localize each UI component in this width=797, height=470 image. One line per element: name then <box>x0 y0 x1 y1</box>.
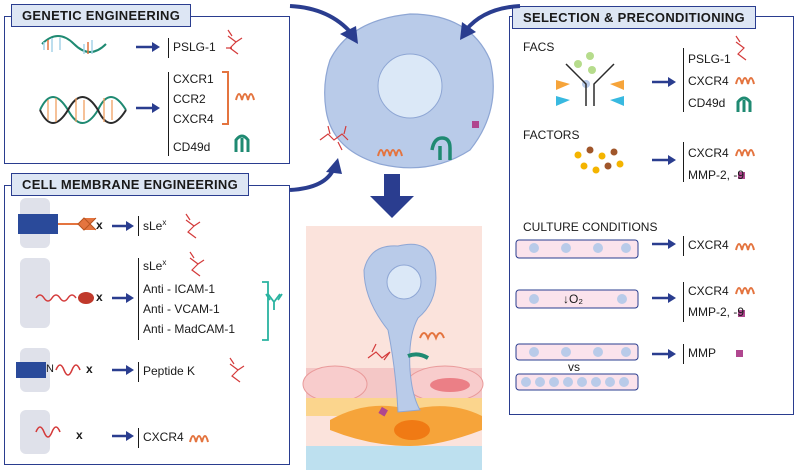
arrow-selection-to-cell <box>464 4 521 32</box>
psgl1-ligand-icon <box>226 29 243 55</box>
subendothelial-nucleus <box>394 420 430 440</box>
membrane-n-mark: N <box>46 363 54 375</box>
culture1-divider <box>683 236 684 256</box>
membrane-x-mark-2: x <box>96 290 103 304</box>
factors-divider <box>683 142 684 182</box>
tissue-bottom <box>306 446 482 470</box>
genetic-divider-2 <box>168 72 169 156</box>
facs-cd49d-icon <box>736 96 752 112</box>
dna-single-helix-icon <box>41 35 107 54</box>
antibody-icon <box>265 293 283 310</box>
factors-mmp-icon <box>738 172 745 179</box>
membrane-divider-2 <box>138 258 139 340</box>
factors-mmp-label: MMP-2, -9 <box>688 168 745 182</box>
antibody-teal-bracket <box>262 281 269 341</box>
selection-preconditioning-title: SELECTION & PRECONDITIONING <box>512 6 756 29</box>
cxcr4-receptor-icon-membrane <box>189 435 209 443</box>
membrane-anti-vcam1-label: Anti - VCAM-1 <box>143 302 220 316</box>
central-ligand-icon <box>319 125 349 151</box>
membrane-cxcr4-label: CXCR4 <box>143 430 184 444</box>
central-receptor-icon <box>377 149 403 157</box>
transmigrating-integrin <box>407 352 430 360</box>
genetic-orange-bracket <box>222 71 229 125</box>
membrane-divider-3 <box>138 362 139 382</box>
culture3-divider <box>683 344 684 364</box>
transmigrating-receptor <box>419 332 445 341</box>
genetic-cxcr1-label: CXCR1 <box>173 72 214 86</box>
factors-cxcr4-label: CXCR4 <box>688 146 729 160</box>
membrane-slex-label-2: sLex <box>143 258 167 273</box>
facs-psgl1-icon <box>735 35 747 61</box>
facs-cd49d-label: CD49d <box>688 96 726 110</box>
factors-dots-icon <box>574 146 624 174</box>
central-nucleus <box>377 53 443 119</box>
culture-dish-1 <box>515 239 639 259</box>
membrane-x-mark-4: x <box>76 428 83 442</box>
hypoxia-label: ↓O₂ <box>563 292 583 306</box>
membrane-x-mark-1: x <box>96 218 103 232</box>
culture3-mmp-icon <box>736 350 743 357</box>
cell-membrane-engineering-title: CELL MEMBRANE ENGINEERING <box>11 173 249 196</box>
membrane-cell-icon-3 <box>16 348 81 392</box>
culture-dish-3 <box>515 343 639 361</box>
facs-divider <box>683 48 684 112</box>
genetic-ccr2-label: CCR2 <box>173 92 206 106</box>
transmigrating-nucleus <box>386 264 422 300</box>
membrane-cell-icon-1 <box>18 198 97 248</box>
culture2-cxcr4-icon <box>735 287 755 295</box>
culture2-cxcr4-label: CXCR4 <box>688 284 729 298</box>
culture3-mmp-label: MMP <box>688 346 716 360</box>
endothelial-nucleus <box>430 378 470 392</box>
transmigrating-mmp-icon <box>378 406 388 417</box>
membrane-x-mark-3: x <box>86 362 93 376</box>
membrane-cell-icon-4 <box>20 410 61 454</box>
genetic-divider-1 <box>168 38 169 58</box>
genetic-psgl1-label: PSLG-1 <box>173 40 216 54</box>
facs-psgl1-label: PSLG-1 <box>688 52 731 66</box>
factors-heading: FACTORS <box>523 128 580 142</box>
membrane-slex-label-1: sLex <box>143 218 167 233</box>
slex-icon-2 <box>189 251 205 277</box>
membrane-anti-icam1-label: Anti - ICAM-1 <box>143 282 216 296</box>
facs-heading: FACS <box>523 40 555 54</box>
facs-cxcr4-label: CXCR4 <box>688 74 729 88</box>
culture1-cxcr4-icon <box>735 243 755 251</box>
genetic-cxcr4-label: CXCR4 <box>173 112 214 126</box>
peptide-k-ligand-icon <box>229 357 245 383</box>
membrane-divider-1 <box>138 216 139 236</box>
membrane-divider-4 <box>138 428 139 448</box>
central-integrin-icon <box>430 136 452 160</box>
slex-icon-1 <box>185 213 201 239</box>
arrow-down-to-tissue <box>370 174 414 218</box>
facs-cxcr4-icon <box>735 77 755 85</box>
genetic-cd49d-label: CD49d <box>173 140 211 154</box>
chemokine-receptor-icon <box>235 93 255 101</box>
central-mmp-icon <box>472 121 479 128</box>
arrow-genetic-to-cell <box>289 4 354 36</box>
membrane-anti-madcam1-label: Anti - MadCAM-1 <box>143 322 236 336</box>
dna-double-helix-icon <box>39 96 127 124</box>
culture-dish-2 <box>515 289 639 309</box>
transmigrating-ligand <box>367 343 391 361</box>
culture2-mmp-label: MMP-2, -9 <box>688 305 745 319</box>
endothelial-cell-left <box>302 365 368 403</box>
genetic-engineering-title: GENETIC ENGINEERING <box>11 4 192 27</box>
culture2-mmp-icon <box>738 310 745 317</box>
culture2-divider <box>683 282 684 322</box>
membrane-peptide-k-label: Peptide K <box>143 364 196 378</box>
vs-label: vs <box>568 360 580 374</box>
membrane-cell-icon-2 <box>20 258 94 328</box>
culture-dish-4 <box>515 373 639 391</box>
factors-cxcr4-icon <box>735 149 755 157</box>
culture1-cxcr4-label: CXCR4 <box>688 238 729 252</box>
facs-sorter-icon <box>556 52 624 106</box>
cd49d-integrin-icon <box>234 134 250 152</box>
culture-heading: CULTURE CONDITIONS <box>523 220 658 234</box>
